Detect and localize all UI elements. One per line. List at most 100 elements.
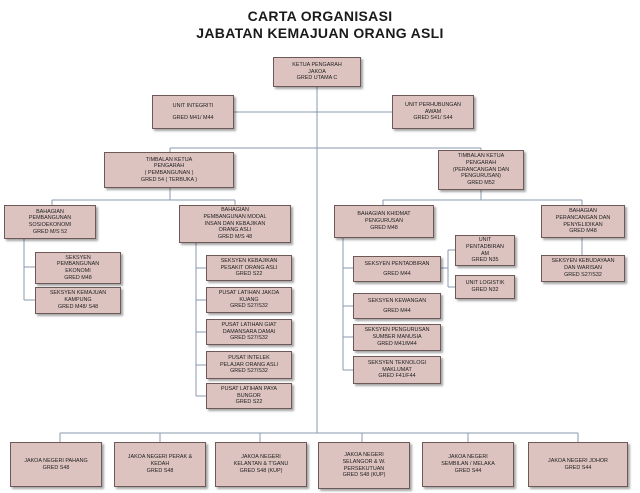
node-text: GRED M41/ M44 xyxy=(172,114,214,121)
node-text: MAKLUMAT xyxy=(382,366,412,373)
jakoa-negeri-pahang-box: JAKOA NEGERI PAHANG GRED S48 xyxy=(10,442,102,487)
node-text: UNIT LOGISTIK xyxy=(465,280,505,287)
pusat-latihan-kuang-box: PUSAT LATIHAN JAKOA KUANG GRED S27/S32 xyxy=(206,287,292,313)
node-text: PERANCANGAN DAN xyxy=(555,214,611,221)
seksyen-kebajikan-box: SEKSYEN KEBAJIKAN PESAKIT ORANG ASLI GRE… xyxy=(206,255,292,281)
node-text: PUSAT LATIHAN JAKOA xyxy=(218,289,280,296)
node-text: BAHAGIAN KHIDMAT xyxy=(357,211,411,218)
node-text: TIMBALAN KETUA xyxy=(145,156,193,163)
node-text: JAKOA NEGERI xyxy=(241,454,281,461)
node-text: JAKOA NEGERI PAHANG xyxy=(24,457,88,464)
node-text: SEKSYEN KEBUDAYAAN xyxy=(551,258,615,265)
ketua-pengarah-box: KETUA PENGARAH JAKOA GRED UTAMA C xyxy=(273,57,361,87)
node-text: GRED S27/S32 xyxy=(564,271,602,278)
node-text: PEMBANGUNAN MODAL xyxy=(203,213,267,220)
node-text: PENYELIDIKAN xyxy=(563,221,603,228)
node-text: PEMBANGUNAN xyxy=(28,215,72,222)
unit-logistik-box: UNIT LOGISTIK GRED N32 xyxy=(455,275,515,299)
node-text: GRED M41/M44 xyxy=(377,340,417,347)
node-text: BAHAGIAN xyxy=(221,207,249,214)
node-text: GRED UTAMA C xyxy=(296,75,338,82)
node-text: GRED S27/S32 xyxy=(230,335,268,342)
node-text: PUSAT LATIHAN GIAT xyxy=(221,321,277,328)
node-text: ( PEMBANGUNAN ) xyxy=(144,170,194,176)
node-text: PENTADBIRAN xyxy=(466,243,504,250)
node-text: AWAM xyxy=(424,108,442,115)
node-text: PEMBANGUNAN xyxy=(56,261,100,268)
node-text: EKONOMI xyxy=(65,268,91,274)
node-text: GRED S48 (KUP) xyxy=(239,467,283,474)
node-text: SEKSYEN PENTADBIRAN xyxy=(364,260,430,267)
node-text: GRED S48 xyxy=(146,467,174,474)
node-text: PENGARAH xyxy=(465,159,497,166)
node-text: UNIT INTEGRITI xyxy=(172,102,214,109)
node-text: SEKSYEN KEWANGAN xyxy=(367,297,427,304)
node-text: GRED F41/F44 xyxy=(378,373,416,380)
node-text: SEKSYEN PENGURUSAN xyxy=(364,327,430,334)
node-text: UNIT PERHUBUNGAN xyxy=(405,101,461,108)
node-text: SEKSYEN TEKNOLOGI xyxy=(367,359,427,366)
pusat-intelek-box: PUSAT INTELEK PELAJAR ORANG ASLI GRED S2… xyxy=(206,351,292,379)
node-text: ORANG ASLI xyxy=(218,227,252,234)
unit-pentadbiran-am-box: UNIT PENTADBIRAN AM GRED N35 xyxy=(455,235,515,266)
jakoa-negeri-kelantan-box: JAKOA NEGERI KELANTAN & T'GANU GRED S48 … xyxy=(215,442,307,487)
jakoa-negeri-sembilan-box: JAKOA NEGERI SEMBILAN / MELAKA GRED S44 xyxy=(422,442,514,487)
node-text: PERSEKUTUAN xyxy=(343,465,385,472)
tkp-pembangunan-box: TIMBALAN KETUA PENGARAH ( PEMBANGUNAN ) … xyxy=(104,152,234,188)
node-text: KEDAH xyxy=(150,461,170,468)
node-text: INSAN DAN KEBAJIKAN xyxy=(204,220,266,227)
seksyen-kemajuan-kampung-box: SEKSYEN KEMAJUAN KAMPUNG GRED M48/ S48 xyxy=(35,287,121,314)
bahagian-perancangan-box: BAHAGIAN PERANCANGAN DAN PENYELIDIKAN GR… xyxy=(541,205,625,238)
seksyen-kebudayaan-box: SEKSYEN KEBUDAYAAN DAN WARISAN GRED S27/… xyxy=(541,255,625,282)
node-text: PESAKIT ORANG ASLI xyxy=(220,264,278,271)
pusat-latihan-damansara-box: PUSAT LATIHAN GIAT DAMANSARA DAMAI GRED … xyxy=(206,319,292,345)
node-text: GRED M/S 48 xyxy=(217,234,253,241)
node-text: GRED M48/ S48 xyxy=(57,303,99,310)
node-text: GRED N35 xyxy=(471,257,499,264)
jakoa-negeri-johor-box: JAKOA NEGERI JOHOR GRED S44 xyxy=(528,442,628,487)
pusat-latihan-bungor-box: PUSAT LATIHAN PAYA BUNGOR GRED S22 xyxy=(206,383,292,409)
node-text: GRED M52 xyxy=(467,180,495,187)
node-text: JAKOA NEGERI PERAK & xyxy=(127,454,193,461)
node-text: PELAJAR ORANG ASLI xyxy=(219,361,279,368)
node-text: GRED S48 xyxy=(42,464,70,471)
node-text: KAMPUNG xyxy=(64,297,92,304)
node-text: SOSIOEKONOMI xyxy=(28,222,72,228)
node-text: AM xyxy=(480,250,490,257)
node-text: PENGURUSAN xyxy=(364,218,404,225)
node-text: KUANG xyxy=(239,296,259,303)
node-text: SUMBER MANUSIA xyxy=(372,334,422,341)
node-text: UNIT xyxy=(478,237,492,243)
node-text: TIMBALAN KETUA xyxy=(457,153,505,160)
seksyen-kewangan-box: SEKSYEN KEWANGAN GRED M44 xyxy=(353,293,441,319)
node-text: GRED M48 xyxy=(370,224,398,231)
node-text: PUSAT INTELEK xyxy=(228,354,270,361)
chart-subtitle: JABATAN KEMAJUAN ORANG ASLI xyxy=(196,25,444,41)
unit-integriti-box: UNIT INTEGRITI GRED M41/ M44 xyxy=(152,95,234,129)
node-text: KETUA PENGARAH xyxy=(292,61,342,68)
node-text: GRED M44 xyxy=(383,307,411,314)
node-text: KELANTAN & T'GANU xyxy=(233,461,289,468)
node-text: GRED S48 (KUP) xyxy=(342,472,386,479)
node-text: BUNGOR xyxy=(237,392,261,399)
node-text: GRED M48 xyxy=(64,274,92,281)
node-text: PENGARAH xyxy=(153,163,185,170)
node-text: BAHAGIAN xyxy=(569,208,597,214)
node-text: GRED N32 xyxy=(471,287,499,293)
node-text: JAKOA xyxy=(308,68,326,75)
node-text: GRED S22 xyxy=(235,399,263,406)
node-text: GRED S22 xyxy=(235,271,263,278)
node-text: SELANGOR & W. xyxy=(342,458,386,465)
node-text: JAKOA NEGERI xyxy=(344,452,384,458)
jakoa-negeri-selangor-box: JAKOA NEGERI SELANGOR & W. PERSEKUTUAN G… xyxy=(318,442,410,489)
node-text: GRED S41/ S44 xyxy=(413,115,453,122)
node-text: JAKOA NEGERI xyxy=(448,454,488,461)
node-text: (PERANCANGAN DAN xyxy=(452,166,510,173)
bahagian-sosioekonomi-box: BAHAGIAN PEMBANGUNAN SOSIOEKONOMI GRED M… xyxy=(4,205,96,239)
node-text: DAMANSARA DAMAI xyxy=(222,328,276,335)
node-text: JAKOA NEGERI JOHOR xyxy=(548,457,608,464)
unit-perhubungan-awam-box: UNIT PERHUBUNGAN AWAM GRED S41/ S44 xyxy=(392,95,474,129)
node-text: GRED M/S 52 xyxy=(32,228,68,235)
node-text: BAHAGIAN xyxy=(36,208,64,215)
node-text: SEKSYEN xyxy=(65,254,91,261)
